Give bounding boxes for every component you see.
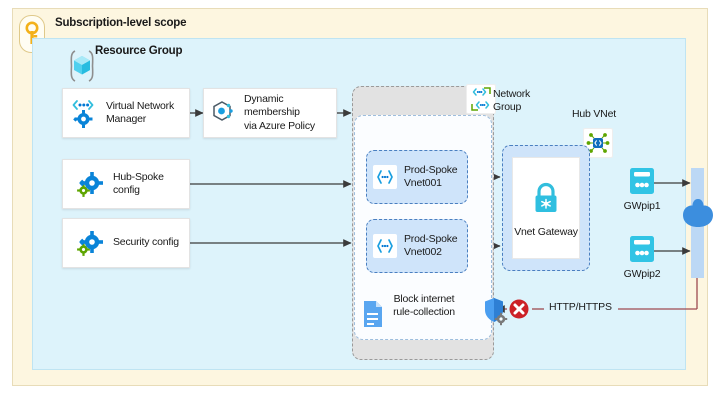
card-label-line1: Dynamic membership	[244, 93, 300, 119]
spoke-label-line1: Prod-Spoke	[404, 163, 458, 176]
public-ip-gwpip2[interactable]: GWpip2	[616, 234, 668, 280]
spoke-prod-spoke-vnet002[interactable]: Prod-Spoke Vnet002	[366, 219, 468, 273]
card-label-line2: via Azure Policy	[244, 119, 315, 132]
card-label-line2: config	[113, 184, 140, 196]
spoke-prod-spoke-vnet001[interactable]: Prod-Spoke Vnet001	[366, 150, 468, 204]
card-label-line1: Hub-Spoke	[113, 170, 164, 183]
card-label-line1: Security config	[113, 236, 179, 249]
public-ip-label: GWpip1	[623, 200, 661, 212]
card-label-line1: Virtual Network	[106, 99, 174, 112]
traffic-label: HTTP/HTTPS	[549, 301, 612, 313]
spoke-label-line1: Prod-Spoke	[404, 232, 458, 245]
block-rule-label: Block internet rule-collection	[378, 293, 470, 319]
vnet-icon	[373, 234, 397, 258]
vnet-icon	[373, 165, 397, 189]
card-security-config[interactable]: Security config	[62, 218, 190, 268]
vnet-gateway-lock-icon	[529, 179, 563, 219]
subscription-scope-title: Subscription-level scope	[55, 17, 187, 29]
public-ip-label: GWpip2	[623, 268, 661, 280]
card-hub-spoke-config[interactable]: Hub-Spoke config	[62, 159, 190, 209]
spoke-label: Prod-Spoke Vnet002	[404, 232, 458, 259]
document-icon	[362, 300, 384, 328]
public-ip-icon	[630, 236, 654, 262]
red-x-deny-icon	[508, 298, 530, 320]
card-label-line2: Manager	[106, 113, 147, 125]
firewall-shield-icon	[483, 297, 508, 326]
vnet-gateway-label: Vnet Gateway	[514, 225, 578, 238]
azure-policy-icon	[211, 99, 237, 127]
network-group-label: Network Group	[493, 88, 530, 114]
block-rule-line1: Block internet	[393, 293, 455, 305]
gear-config-icon	[75, 169, 105, 199]
public-ip-icon	[630, 168, 654, 194]
gear-config-icon	[75, 228, 105, 258]
card-label: Security config	[113, 236, 179, 249]
spoke-label-line2: Vnet001	[404, 177, 442, 189]
hub-vnet-label: Hub VNet	[572, 108, 616, 120]
virtual-network-manager-icon	[70, 98, 98, 128]
network-group-label-line1: Network	[493, 88, 531, 100]
public-ip-gwpip1[interactable]: GWpip1	[616, 166, 668, 212]
spoke-label: Prod-Spoke Vnet001	[404, 163, 458, 190]
resource-group-title: Resource Group	[95, 45, 183, 57]
card-virtual-network-manager[interactable]: Virtual Network Manager	[62, 88, 190, 138]
card-label: Dynamic membership via Azure Policy	[244, 93, 336, 132]
vnet-gateway-card[interactable]: Vnet Gateway	[512, 157, 580, 259]
block-rule-line2: rule-collection	[393, 306, 455, 319]
card-label: Virtual Network Manager	[106, 100, 174, 126]
spoke-label-line2: Vnet002	[404, 246, 442, 258]
internet-cloud-icon	[679, 196, 717, 230]
hub-vnet-icon	[583, 128, 613, 158]
card-dynamic-membership[interactable]: Dynamic membership via Azure Policy	[203, 88, 337, 138]
resource-group-cube-icon	[69, 49, 95, 83]
card-label: Hub-Spoke config	[113, 171, 164, 197]
network-group-icon	[466, 84, 496, 114]
network-group-label-line2: Group	[493, 100, 522, 113]
